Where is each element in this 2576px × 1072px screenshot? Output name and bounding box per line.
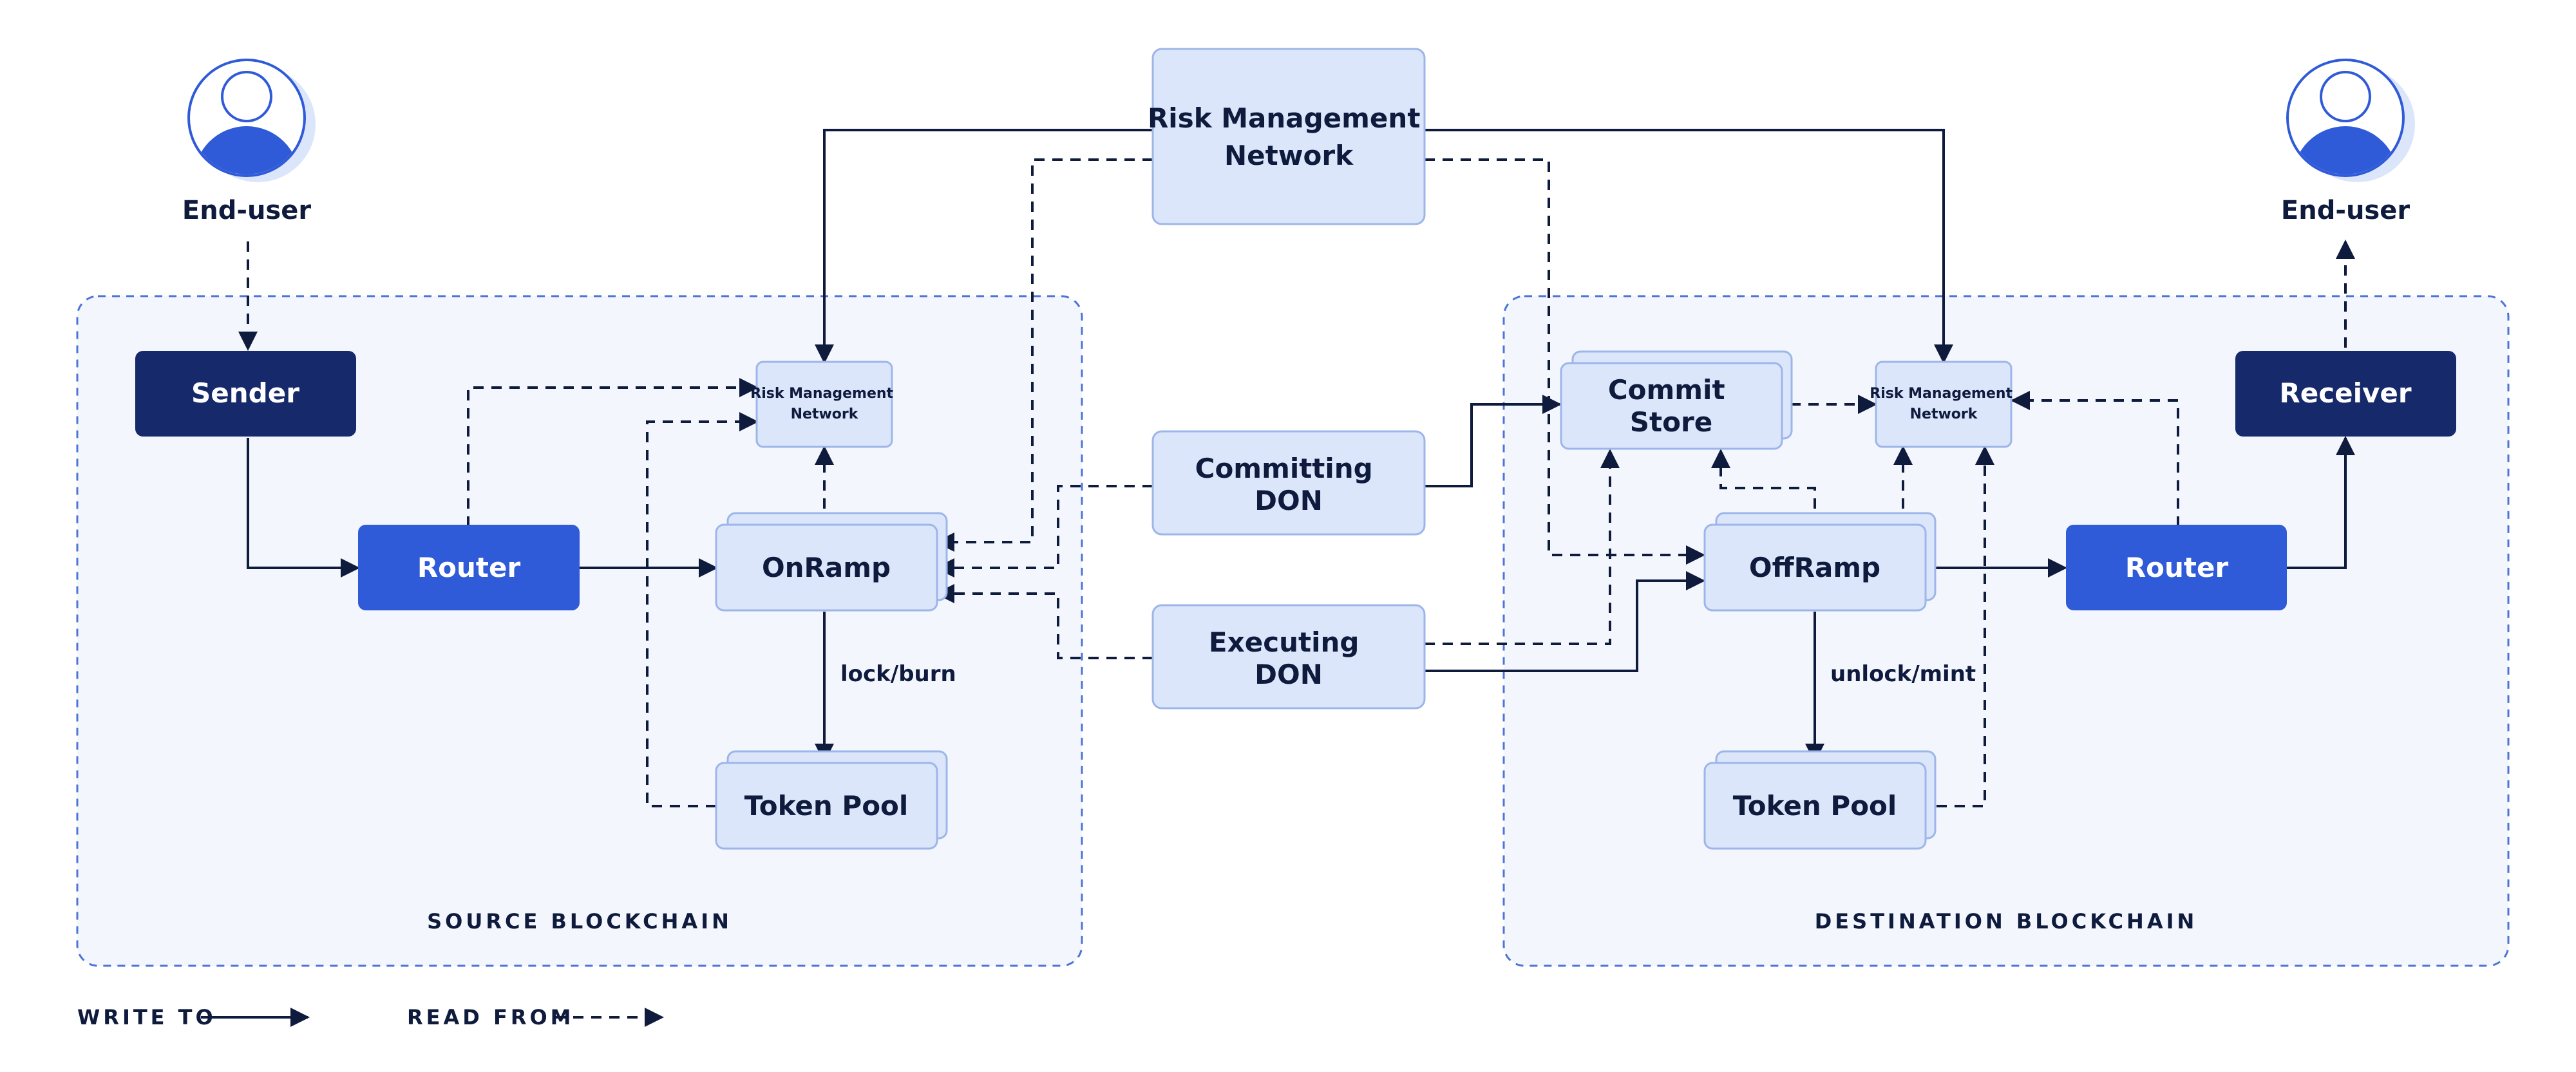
lock-burn-label: lock/burn	[840, 661, 956, 687]
end-user-left-label: End-user	[182, 196, 311, 225]
edge-tokenpool-read-rmn-src	[646, 412, 759, 807]
legend: WRITE TO READ FROM	[77, 1005, 664, 1030]
rmn-dst-line2: Network	[1910, 406, 1978, 422]
sender-label: Sender	[191, 377, 299, 409]
token-pool-src-node: Token Pool	[715, 750, 948, 850]
edge-rmn-main-rmn-src	[815, 129, 1153, 364]
onramp-label: OnRamp	[762, 552, 891, 583]
router-dst-node: Router	[2066, 525, 2287, 610]
rmn-src-line1: Risk Management	[750, 386, 893, 402]
offramp-label: OffRamp	[1749, 552, 1880, 583]
edge-executing-read-commitstore	[1425, 449, 1620, 645]
edge-executing-read-onramp	[935, 584, 1153, 659]
edge-rmn-main-rmn-dst	[1425, 129, 1953, 364]
router-src-label: Router	[417, 552, 521, 583]
rmn-dst-line1: Risk Management	[1870, 386, 2012, 402]
router-src-node: Router	[358, 525, 580, 610]
edge-router-read-rmn-dst	[2011, 391, 2179, 527]
svg-text:Risk Management Network: Risk Management Network	[1148, 102, 1430, 171]
edge-committing-commitstore	[1425, 395, 1562, 487]
token-pool-dst-label: Token Pool	[1733, 790, 1897, 822]
edge-router-receiver	[2286, 436, 2355, 569]
rmn-src-line2: Network	[791, 406, 859, 422]
offramp-node: OffRamp	[1703, 512, 1937, 612]
rmn-main-node: Risk Management Network	[1148, 48, 1430, 225]
edge-router-read-rmn-src	[467, 378, 759, 527]
edge-offramp-read-commitstore	[1711, 449, 1816, 527]
receiver-label: Receiver	[2279, 377, 2411, 409]
svg-text:Committing DON: Committing DON	[1195, 453, 1383, 516]
receiver-node: Receiver	[2235, 351, 2456, 437]
svg-text:Risk Management Network: Risk Management Network	[1870, 386, 2017, 422]
edges	[238, 129, 2355, 807]
svg-text:Risk Management Network: Risk Management Network	[750, 386, 898, 422]
committing-don-line1: Committing	[1195, 453, 1373, 484]
svg-text:Commit Store: Commit Store	[1608, 374, 1734, 438]
legend-write-to-label: WRITE TO	[77, 1005, 216, 1030]
end-user-right-label: End-user	[2281, 196, 2410, 225]
token-pool-dst-node: Token Pool	[1703, 750, 1937, 850]
commit-store-node: Commit Store	[1560, 350, 1793, 450]
committing-don-node: Committing DON	[1151, 430, 1426, 536]
unlock-mint-label: unlock/mint	[1830, 661, 1976, 687]
user-avatar-icon	[187, 59, 316, 182]
committing-don-line2: DON	[1255, 485, 1323, 516]
user-avatar-icon	[2286, 59, 2415, 182]
onramp-node: OnRamp	[715, 512, 948, 612]
edge-executing-offramp	[1425, 571, 1705, 672]
token-pool-src-label: Token Pool	[744, 790, 909, 822]
end-user-right: End-user	[2281, 59, 2415, 225]
executing-don-line2: DON	[1255, 659, 1323, 690]
rmn-dst-node: Risk Management Network	[1870, 361, 2017, 448]
commit-store-line1: Commit	[1608, 374, 1725, 406]
rmn-main-line1: Risk Management	[1148, 102, 1420, 134]
destination-blockchain-label: DESTINATION BLOCKCHAIN	[1815, 909, 2198, 934]
edge-rmn-main-read-offramp	[1425, 158, 1705, 565]
executing-don-node: Executing DON	[1151, 604, 1426, 710]
legend-read-from-label: READ FROM	[407, 1005, 574, 1030]
end-user-left: End-user	[182, 59, 316, 225]
router-dst-label: Router	[2125, 552, 2229, 583]
edge-committing-read-onramp	[935, 485, 1153, 578]
rmn-src-node: Risk Management Network	[750, 361, 898, 448]
executing-don-line1: Executing	[1209, 626, 1359, 658]
edge-rmn-main-read-onramp	[935, 158, 1153, 552]
commit-store-line2: Store	[1630, 406, 1712, 438]
sender-node: Sender	[135, 351, 356, 437]
rmn-main-line2: Network	[1224, 140, 1354, 171]
svg-text:Executing DON: Executing DON	[1209, 626, 1368, 690]
source-blockchain-label: SOURCE BLOCKCHAIN	[427, 909, 732, 934]
edge-sender-router	[247, 438, 360, 578]
